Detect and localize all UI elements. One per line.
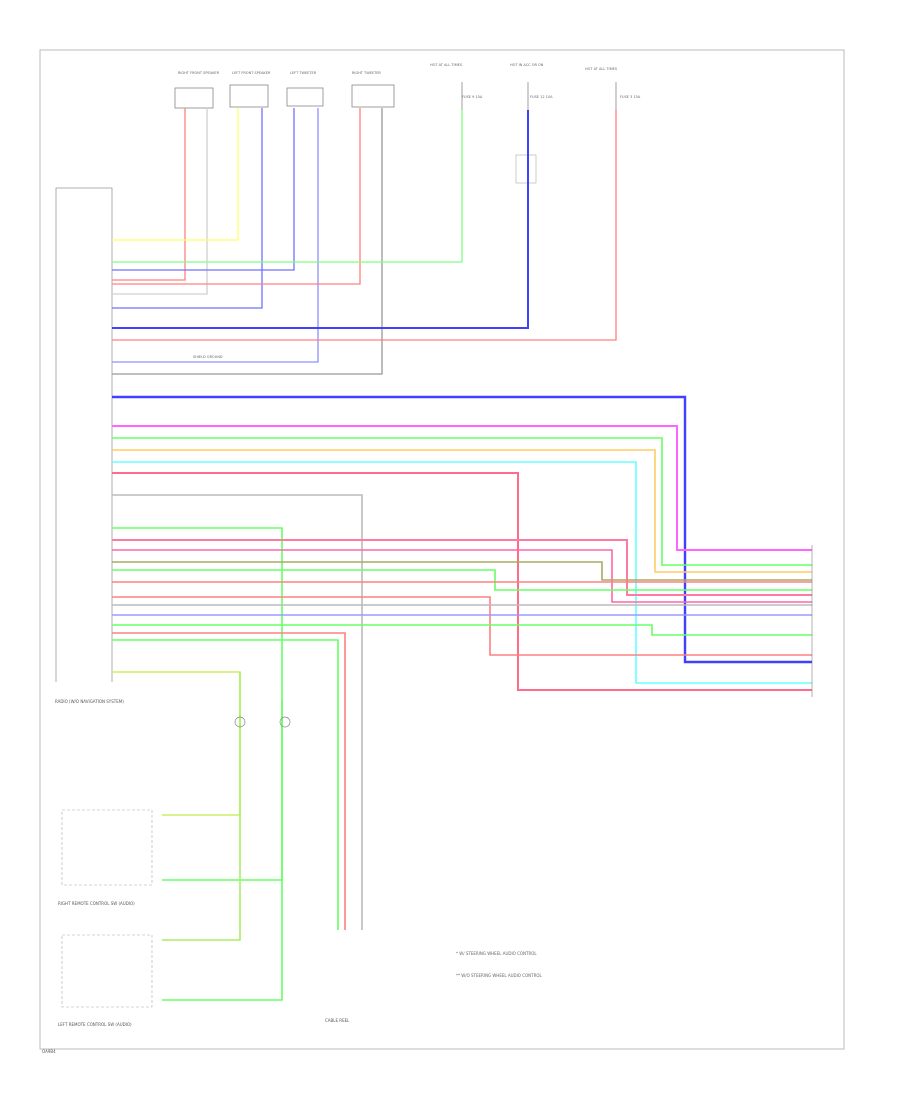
right-remote-control-switch: RIGHT REMOTE CONTROL SW (AUDIO)	[58, 809, 153, 906]
svg-text:LEFT FRONT SPEAKER: LEFT FRONT SPEAKER	[232, 71, 271, 75]
svg-text:FUSE 9 10A: FUSE 9 10A	[462, 95, 483, 99]
radio-module	[55, 187, 113, 682]
svg-text:HOT AT ALL TIMES: HOT AT ALL TIMES	[430, 63, 463, 67]
svg-text:LEFT REMOTE CONTROL SW (AUDIO): LEFT REMOTE CONTROL SW (AUDIO)	[58, 1022, 132, 1027]
fuse-block-3: HOT AT ALL TIMES FUSE 3 15A	[585, 67, 641, 110]
left-remote-control-switch: LEFT REMOTE CONTROL SW (AUDIO)	[58, 934, 153, 1027]
svg-text:HOT IN ACC OR ON: HOT IN ACC OR ON	[510, 63, 544, 67]
ground-splice-right	[279, 716, 291, 728]
speaker-feed-wires	[112, 108, 617, 375]
svg-text:FUSE 12 10A: FUSE 12 10A	[530, 95, 553, 99]
left-front-speaker: LEFT FRONT SPEAKER	[229, 71, 271, 108]
ground-splice-left	[234, 716, 246, 728]
svg-text:RIGHT TWEETER: RIGHT TWEETER	[352, 71, 381, 75]
shield-label: SHIELD GROUND	[193, 355, 223, 359]
cable-reel: CABLE REEL	[325, 1018, 350, 1023]
svg-text:RIGHT REMOTE CONTROL SW (AUDIO: RIGHT REMOTE CONTROL SW (AUDIO)	[58, 901, 135, 906]
svg-text:FUSE 3 15A: FUSE 3 15A	[620, 95, 641, 99]
fuse-block-2: HOT IN ACC OR ON FUSE 12 10A	[510, 63, 553, 110]
key-note-2: ** W/O STEERING WHEEL AUDIO CONTROL	[456, 973, 543, 978]
radio-label: RADIO (W/O NAVIGATION SYSTEM)	[55, 699, 124, 704]
svg-text:HOT AT ALL TIMES: HOT AT ALL TIMES	[585, 67, 618, 71]
left-tweeter: LEFT TWEETER	[286, 71, 324, 107]
diagram-frame	[39, 49, 845, 1050]
svg-text:RIGHT FRONT SPEAKER: RIGHT FRONT SPEAKER	[178, 71, 220, 75]
relay-connector	[515, 154, 537, 184]
svg-text:LEFT TWEETER: LEFT TWEETER	[290, 71, 317, 75]
harness-wires	[112, 395, 812, 1001]
svg-text:CABLE REEL: CABLE REEL	[325, 1018, 350, 1023]
right-front-speaker: RIGHT FRONT SPEAKER	[174, 71, 220, 109]
right-tweeter: RIGHT TWEETER	[351, 71, 395, 108]
footer-code: OA9B4	[42, 1049, 56, 1054]
fuse-block-1: HOT AT ALL TIMES FUSE 9 10A	[430, 63, 483, 110]
key-note-1: * W/ STEERING WHEEL AUDIO CONTROL	[456, 951, 537, 956]
